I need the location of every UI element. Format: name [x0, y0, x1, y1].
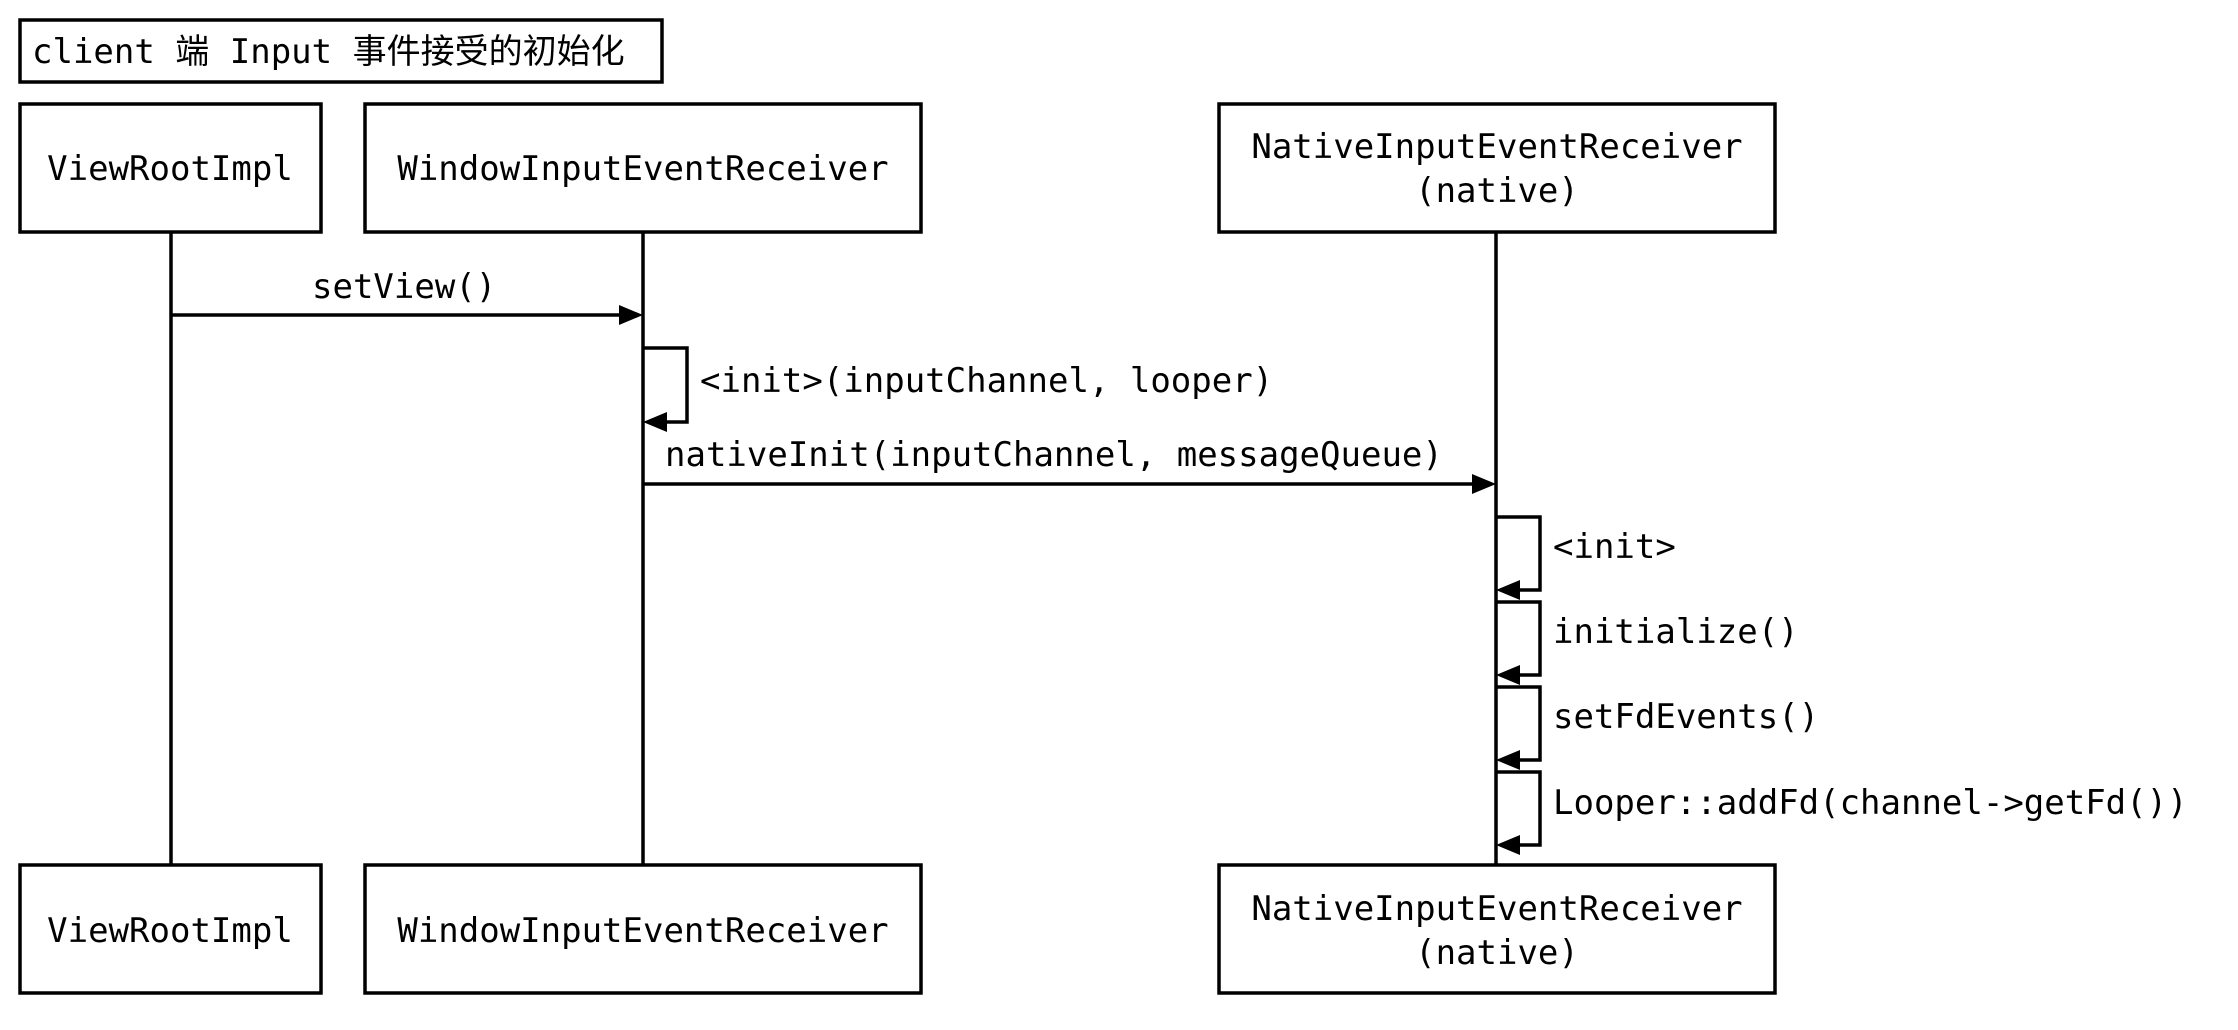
message-nativeinit: nativeInit(inputChannel, messageQueue) — [643, 435, 1496, 494]
message-label: <init>(inputChannel, looper) — [700, 361, 1273, 401]
participant-box — [363, 102, 923, 234]
message-self-loop — [1496, 685, 1542, 762]
message-init-window: <init>(inputChannel, looper) — [643, 346, 1273, 432]
participant-viewrootimpl-bottom: ViewRootImpl — [18, 863, 323, 995]
message-label: nativeInit(inputChannel, messageQueue) — [665, 435, 1443, 475]
arrow-head — [1496, 665, 1520, 685]
participant-label: WindowInputEventReceiver — [397, 911, 888, 951]
message-label: <init> — [1553, 527, 1676, 567]
arrow-head — [619, 305, 643, 325]
arrow-head — [1472, 474, 1496, 494]
participant-label-line-2: (native) — [1415, 933, 1579, 973]
diagram-title: client 端 Input 事件接受的初始化 — [18, 18, 664, 84]
message-label: setView() — [312, 267, 496, 307]
message-self-loop — [1496, 515, 1542, 592]
arrow-head — [1496, 580, 1520, 600]
participant-label: WindowInputEventReceiver — [397, 149, 888, 189]
participant-label: ViewRootImpl — [47, 911, 293, 951]
participant-box — [18, 102, 323, 234]
message-self-loop — [1496, 770, 1542, 847]
title-text: client 端 Input 事件接受的初始化 — [32, 32, 625, 72]
participant-box — [363, 863, 923, 995]
participant-label-line-1: NativeInputEventReceiver — [1251, 889, 1742, 929]
message-looper-addfd: Looper::addFd(channel->getFd()) — [1496, 770, 2188, 855]
participant-label-line-1: NativeInputEventReceiver — [1251, 127, 1742, 167]
participant-windowreceiver-top: WindowInputEventReceiver — [363, 102, 923, 234]
message-self-loop — [1496, 600, 1542, 677]
arrow-head — [643, 412, 667, 432]
participant-nativereceiver-bottom: NativeInputEventReceiver (native) — [1217, 863, 1777, 995]
message-setview: setView() — [171, 267, 643, 325]
title-frame — [18, 18, 664, 84]
arrow-head — [1496, 835, 1520, 855]
participant-box — [18, 863, 323, 995]
message-label: initialize() — [1553, 612, 1799, 652]
message-label: setFdEvents() — [1553, 697, 1819, 737]
participant-label: ViewRootImpl — [47, 149, 293, 189]
participant-box — [1217, 863, 1777, 995]
participant-nativereceiver-top: NativeInputEventReceiver (native) — [1217, 102, 1777, 234]
participant-viewrootimpl-top: ViewRootImpl — [18, 102, 323, 234]
message-setfdevents: setFdEvents() — [1496, 685, 1819, 770]
arrow-head — [1496, 750, 1520, 770]
message-label: Looper::addFd(channel->getFd()) — [1553, 783, 2188, 823]
participant-label-line-2: (native) — [1415, 171, 1579, 211]
message-self-loop — [643, 346, 689, 424]
message-init-native: <init> — [1496, 515, 1676, 600]
message-initialize: initialize() — [1496, 600, 1799, 685]
participant-box — [1217, 102, 1777, 234]
participant-windowreceiver-bottom: WindowInputEventReceiver — [363, 863, 923, 995]
